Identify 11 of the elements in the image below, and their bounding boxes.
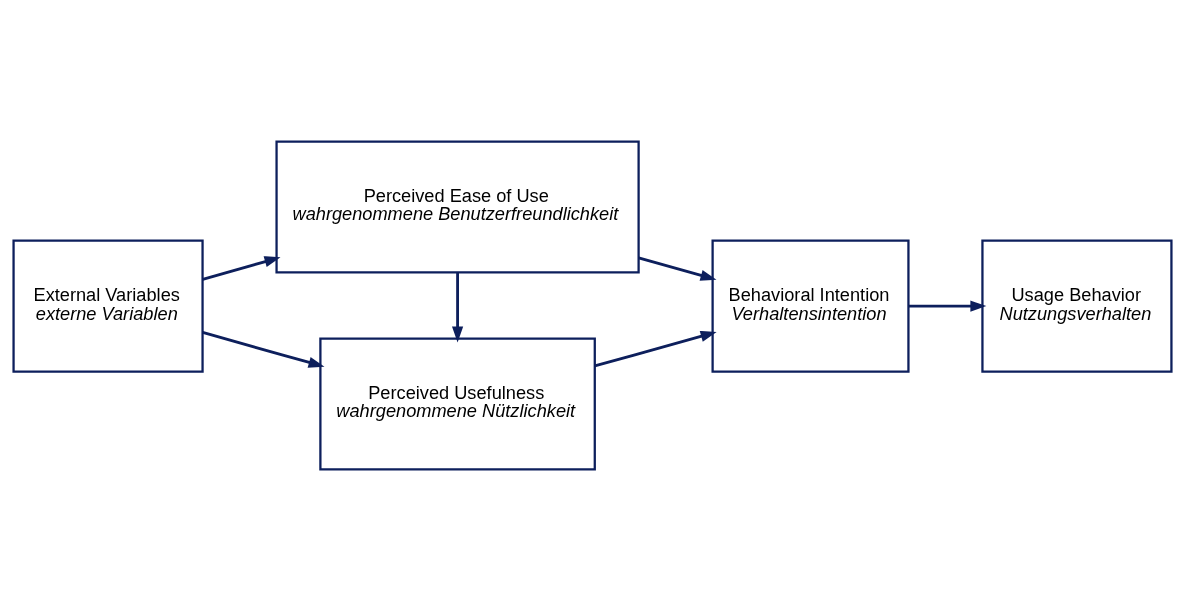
node-box: Perceived Ease of Use wahrgenommene Benutzerfreundlichkeit	[275, 139, 640, 274]
arrow	[638, 255, 717, 281]
node-box: Behavioral Intention Verhaltensintention	[711, 238, 910, 373]
arrow	[908, 299, 987, 312]
arrow	[202, 255, 281, 281]
arrow	[202, 330, 325, 368]
node-box: Perceived Usefulness wahrgenommene Nützlichkeit	[319, 336, 596, 471]
arrow	[594, 330, 717, 367]
node-box: External Variables externe Variablen	[12, 238, 204, 373]
node-box: Usage Behavior Nutzungsverhalten	[981, 238, 1173, 373]
arrow	[452, 272, 464, 342]
